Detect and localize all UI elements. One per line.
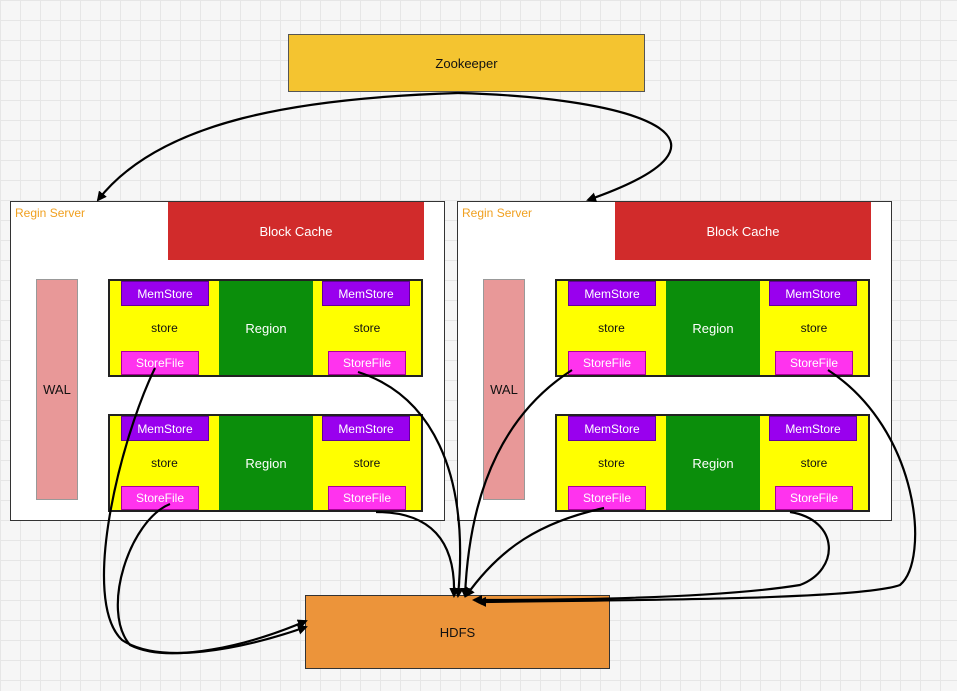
arrow-zk-to-server-2 (457, 91, 673, 203)
memstore-left[interactable]: MemStore (121, 416, 209, 441)
memstore-left[interactable]: MemStore (568, 281, 656, 306)
zookeeper-node[interactable]: Zookeeper (288, 34, 645, 92)
storefile-right[interactable]: StoreFile (328, 486, 406, 510)
region-server-1: Regin Server Block Cache WAL store Regio… (10, 201, 445, 521)
arrow-s1-r2-storefile-left (116, 502, 308, 655)
region-group: store Region store MemStore MemStore Sto… (555, 414, 870, 512)
store-right: store (800, 321, 828, 335)
region-node[interactable]: Region (666, 281, 760, 375)
memstore-right[interactable]: MemStore (322, 281, 410, 306)
storefile-left[interactable]: StoreFile (568, 351, 646, 375)
block-cache[interactable]: Block Cache (615, 202, 871, 260)
arrow-s2-r2-storefile-right (472, 510, 830, 605)
storefile-right[interactable]: StoreFile (775, 351, 853, 375)
arrow-s2-r2-storefile-left (464, 506, 605, 598)
storefile-left[interactable]: StoreFile (121, 486, 199, 510)
wal-node[interactable]: WAL (483, 279, 525, 500)
storefile-right[interactable]: StoreFile (775, 486, 853, 510)
memstore-left[interactable]: MemStore (121, 281, 209, 306)
region-group: store Region store MemStore MemStore Sto… (555, 279, 870, 377)
arrow-s1-r2-storefile-right (375, 510, 460, 598)
storefile-right[interactable]: StoreFile (328, 351, 406, 375)
region-node[interactable]: Region (666, 416, 760, 510)
memstore-right[interactable]: MemStore (322, 416, 410, 441)
arrow-zk-to-server-1 (96, 91, 459, 202)
store-left: store (151, 321, 178, 335)
region-server-label: Regin Server (15, 206, 86, 220)
wal-node[interactable]: WAL (36, 279, 78, 500)
region-server-2: Regin Server Block Cache WAL store Regio… (457, 201, 892, 521)
storefile-left[interactable]: StoreFile (121, 351, 199, 375)
store-right: store (353, 321, 381, 335)
hdfs-node[interactable]: HDFS (305, 595, 610, 669)
memstore-left[interactable]: MemStore (568, 416, 656, 441)
region-node[interactable]: Region (219, 281, 313, 375)
storefile-left[interactable]: StoreFile (568, 486, 646, 510)
region-group: store Region store MemStore MemStore Sto… (108, 414, 423, 512)
store-left: store (598, 321, 625, 335)
block-cache[interactable]: Block Cache (168, 202, 424, 260)
region-server-label: Regin Server (462, 206, 533, 220)
memstore-right[interactable]: MemStore (769, 281, 857, 306)
region-node[interactable]: Region (219, 416, 313, 510)
region-group: store Region store MemStore MemStore Sto… (108, 279, 423, 377)
memstore-right[interactable]: MemStore (769, 416, 857, 441)
